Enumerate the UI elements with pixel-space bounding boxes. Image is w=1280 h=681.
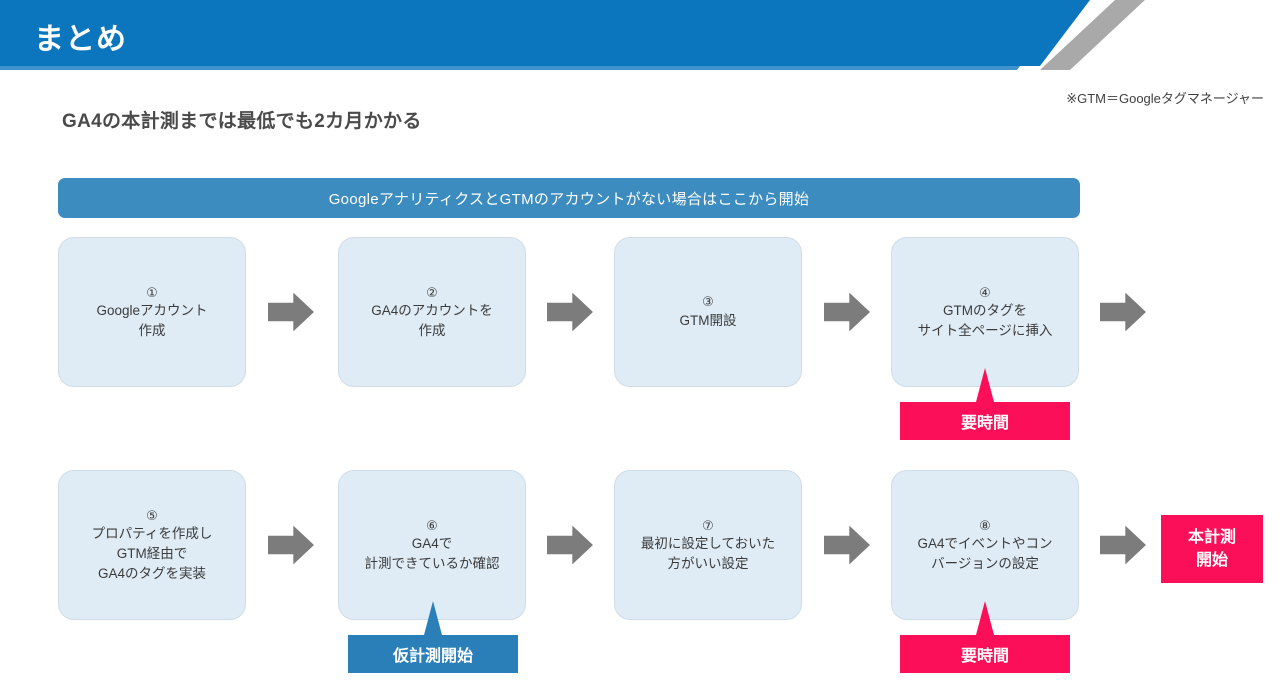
header-blue-shape [0, 0, 1090, 66]
callout-label-3: 要時間 [960, 648, 1009, 665]
arrow-right-icon-3 [824, 292, 870, 332]
arrow-right-icon-2 [547, 292, 593, 332]
step-label-8-line2: バージョンの設定 [931, 555, 1039, 571]
step-number-5: ⑤ [146, 507, 158, 523]
step-box-8: ⑧ GA4でイベントやコン バージョンの設定 [891, 470, 1079, 620]
step-label-3-line1: GTM開設 [679, 312, 737, 328]
final-label-line2: 開始 [1195, 552, 1228, 569]
final-measurement-start-box: 本計測 開始 [1161, 515, 1263, 583]
callout-label-2: 仮計測開始 [392, 648, 473, 665]
subtitle: GA4の本計測までは最低でも2カ月かかる [62, 111, 422, 132]
callout-time-required-1: 要時間 [900, 368, 1070, 440]
start-condition-banner: GoogleアナリティクスとGTMのアカウントがない場合はここから開始 [58, 178, 1080, 218]
step-label-2-line2: 作成 [418, 322, 446, 338]
arrow-right-icon-7 [824, 525, 870, 565]
step-label-1-line2: 作成 [138, 322, 166, 338]
callout-label-1: 要時間 [960, 415, 1009, 432]
step-number-7: ⑦ [702, 517, 714, 533]
step-box-5: ⑤ プロパティを作成し GTM経由で GA4のタグを実装 [58, 470, 246, 620]
step-label-4-line1: GTMのタグを [942, 303, 1027, 319]
step-box-1: ① Googleアカウント 作成 [58, 237, 246, 387]
step-label-2-line1: GA4のアカウントを [371, 303, 493, 319]
step-number-8: ⑧ [979, 517, 991, 533]
header-underline [0, 66, 1020, 70]
step-label-7-line1: 最初に設定しておいた [640, 536, 776, 552]
step-label-5-line2: GTM経由で [116, 545, 188, 561]
step-box-3: ③ GTM開設 [614, 237, 802, 387]
step-number-3: ③ [702, 294, 714, 310]
step-label-4-line2: サイト全ページに挿入 [917, 322, 1053, 338]
step-box-6: ⑥ GA4で 計測できているか確認 [338, 470, 526, 620]
step-box-2: ② GA4のアカウントを 作成 [338, 237, 526, 387]
step-number-2: ② [426, 284, 438, 300]
arrow-right-icon-8 [1100, 525, 1146, 565]
footnote-gtm: ※GTM＝Googleタグマネージャー [1066, 91, 1264, 106]
step-box-7: ⑦ 最初に設定しておいた 方がいい設定 [614, 470, 802, 620]
slide-header: まとめ [0, 0, 1280, 70]
step-label-6-line1: GA4で [411, 536, 453, 552]
page-title: まとめ [34, 23, 127, 56]
callout-pointer-icon-2 [424, 601, 442, 635]
step-label-5-line3: GA4のタグを実装 [97, 565, 206, 581]
arrow-right-icon-4 [1100, 292, 1146, 332]
final-label-line1: 本計測 [1187, 528, 1236, 546]
callout-temp-measurement-start: 仮計測開始 [348, 601, 518, 673]
callout-pointer-icon-3 [976, 601, 994, 635]
arrow-right-icon-5 [268, 525, 314, 565]
arrow-right-icon-1 [268, 292, 314, 332]
step-number-1: ① [146, 284, 158, 300]
step-box-4: ④ GTMのタグを サイト全ページに挿入 [891, 237, 1079, 387]
step-label-1-line1: Googleアカウント [96, 303, 208, 319]
step-number-4: ④ [979, 284, 991, 300]
callout-pointer-icon-1 [976, 368, 994, 402]
step-number-6: ⑥ [426, 517, 438, 533]
step-label-7-line2: 方がいい設定 [667, 555, 749, 571]
step-label-6-line2: 計測できているか確認 [364, 555, 500, 571]
arrow-right-icon-6 [547, 525, 593, 565]
step-label-8-line1: GA4でイベントやコン [917, 536, 1053, 552]
step-label-5-line1: プロパティを作成し [91, 526, 213, 542]
callout-time-required-2: 要時間 [900, 601, 1070, 673]
